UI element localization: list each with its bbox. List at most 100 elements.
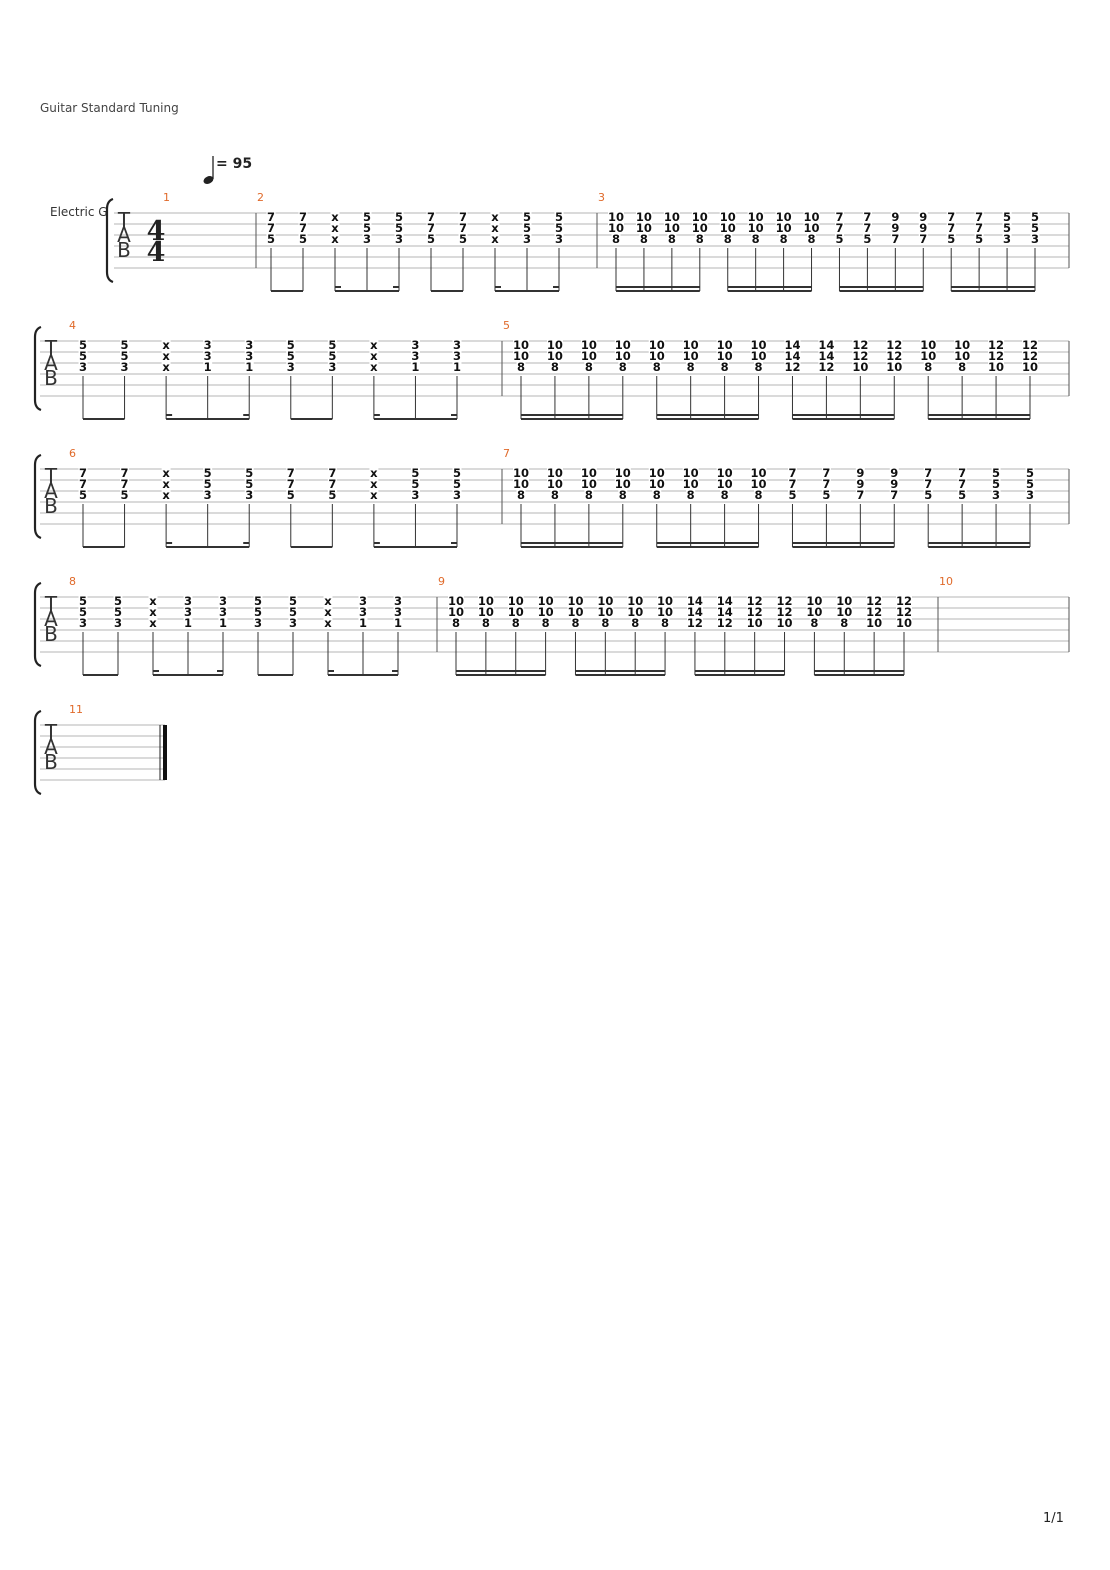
fret-number: 10: [567, 605, 583, 619]
fret-number: 10: [804, 221, 820, 235]
fret-number: 10: [547, 338, 563, 352]
fret-number: 8: [585, 360, 593, 374]
fret-mask: [298, 234, 308, 244]
fret-mask: [567, 607, 584, 617]
fret-number: 3: [453, 349, 461, 363]
fret-mask: [477, 596, 494, 606]
fret-mask: [244, 340, 254, 350]
fret-number: 8: [668, 232, 676, 246]
fret-number: 9: [890, 477, 898, 491]
fret-mask: [78, 490, 88, 500]
fret-mask: [991, 479, 1001, 489]
fret-mask: [203, 362, 213, 372]
fret-mask: [886, 340, 903, 350]
fret-mask: [834, 223, 844, 233]
fret-mask: [298, 223, 308, 233]
fret-mask: [686, 362, 696, 372]
measure-number: 11: [69, 703, 83, 716]
tab-clef-letter: A: [44, 479, 58, 503]
fret-number: 5: [79, 594, 87, 608]
fret-mask: [746, 618, 763, 628]
fret-number: 10: [920, 349, 936, 363]
fret-number: x: [162, 360, 170, 374]
fret-number: 5: [992, 466, 1000, 480]
fret-mask: [750, 468, 767, 478]
fret-mask: [218, 607, 228, 617]
fret-mask: [546, 351, 563, 361]
fret-number: x: [370, 349, 378, 363]
fret-mask: [889, 468, 899, 478]
fret-mask: [776, 596, 793, 606]
fret-mask: [323, 607, 333, 617]
fret-number: 9: [891, 221, 899, 235]
fret-number: 10: [608, 221, 624, 235]
fret-mask: [807, 234, 817, 244]
fret-mask: [550, 362, 560, 372]
fret-mask: [550, 490, 560, 500]
fret-mask: [597, 607, 614, 617]
fret-mask: [410, 340, 420, 350]
fret-mask: [120, 351, 130, 361]
fret-mask: [286, 340, 296, 350]
fret-mask: [836, 607, 853, 617]
fret-mask: [490, 212, 500, 222]
fret-mask: [890, 234, 900, 244]
fret-number: 7: [947, 221, 955, 235]
fret-mask: [452, 351, 462, 361]
tab-clef-letter: A: [44, 607, 58, 631]
fret-mask: [889, 479, 899, 489]
fret-mask: [663, 223, 680, 233]
tab-clef-letter: A: [44, 351, 58, 375]
fret-number: 7: [267, 221, 275, 235]
tab-clef-letter: T: [44, 720, 58, 744]
fret-mask: [161, 479, 171, 489]
fret-mask: [614, 340, 631, 350]
fret-mask: [682, 479, 699, 489]
fret-number: 7: [121, 477, 129, 491]
fret-number: 10: [513, 338, 529, 352]
fret-mask: [754, 362, 764, 372]
fret-mask: [369, 479, 379, 489]
fret-mask: [452, 479, 462, 489]
fret-mask: [244, 468, 254, 478]
fret-mask: [818, 340, 835, 350]
fret-mask: [516, 490, 526, 500]
fret-number: x: [370, 466, 378, 480]
fret-mask: [490, 223, 500, 233]
tab-clef-letter: B: [44, 366, 58, 390]
fret-number: 10: [954, 338, 970, 352]
measure-number: 1: [163, 191, 170, 204]
fret-mask: [330, 212, 340, 222]
fret-mask: [554, 223, 564, 233]
fret-mask: [584, 490, 594, 500]
fret-number: 7: [328, 477, 336, 491]
fret-mask: [452, 362, 462, 372]
fret-number: 3: [204, 349, 212, 363]
fret-number: 3: [121, 360, 129, 374]
fret-number: 7: [835, 210, 843, 224]
fret-number: 10: [508, 605, 524, 619]
fret-number: x: [162, 488, 170, 502]
fret-mask: [78, 607, 88, 617]
fret-mask: [298, 212, 308, 222]
fret-mask: [923, 479, 933, 489]
fret-mask: [886, 362, 903, 372]
fret-mask: [1030, 212, 1040, 222]
system-bracket: [33, 325, 42, 412]
fret-number: 12: [784, 360, 800, 374]
fret-number: 5: [363, 210, 371, 224]
fret-mask: [1030, 234, 1040, 244]
fret-mask: [667, 234, 677, 244]
fret-mask: [852, 351, 869, 361]
fret-number: 8: [687, 488, 695, 502]
fret-number: 10: [683, 338, 699, 352]
fret-number: 5: [1003, 210, 1011, 224]
fret-number: 5: [328, 488, 336, 502]
fret-number: 5: [289, 594, 297, 608]
fret-number: 3: [395, 232, 403, 246]
fret-mask: [1022, 362, 1038, 372]
fret-number: 8: [653, 360, 661, 374]
fret-number: 5: [289, 605, 297, 619]
fret-number: 5: [328, 349, 336, 363]
fret-number: 3: [114, 616, 122, 630]
